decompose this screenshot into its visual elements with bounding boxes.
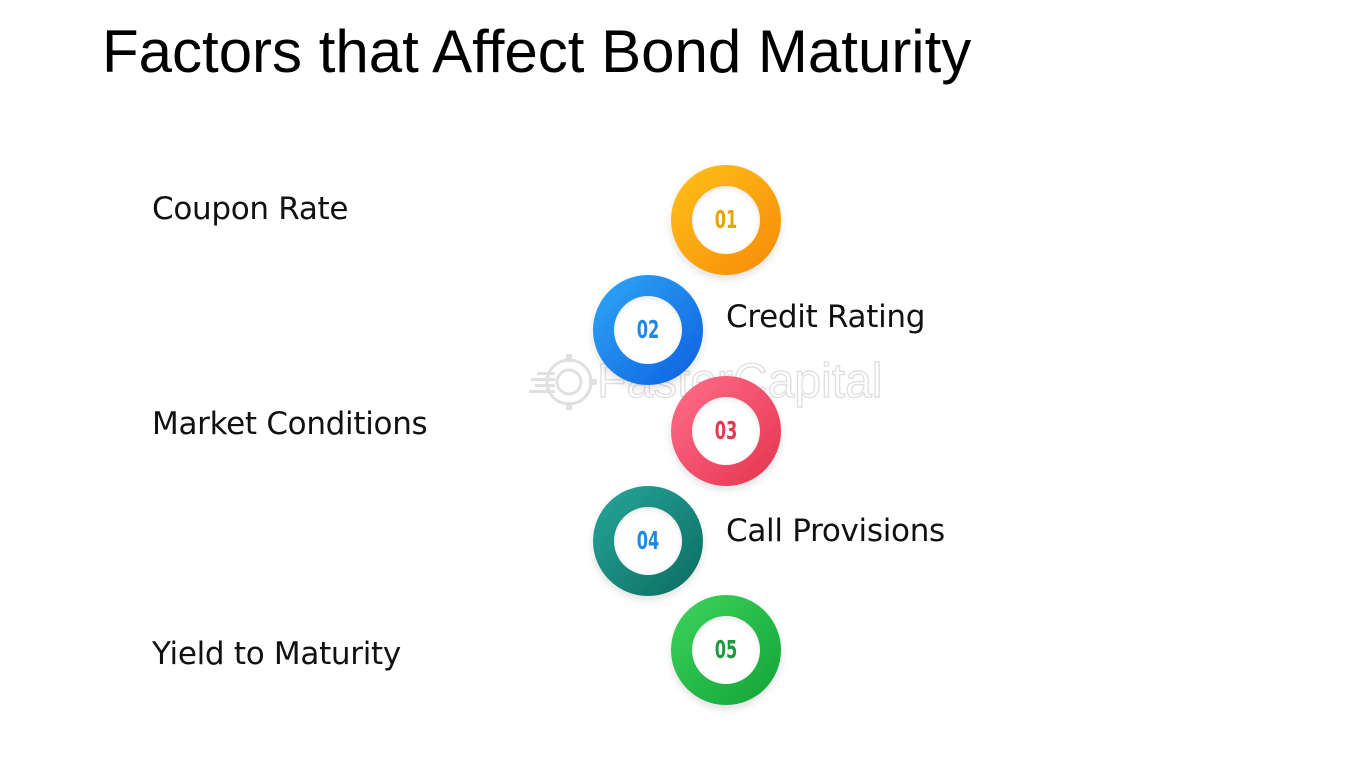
factor-label-market-conditions: Market Conditions (152, 406, 428, 442)
badge-center: 02 (614, 296, 682, 364)
factor-number: 05 (714, 635, 738, 664)
factor-badge-01: 01 (671, 165, 781, 275)
factor-number: 03 (714, 416, 738, 445)
page-title: Factors that Affect Bond Maturity (102, 18, 972, 85)
factor-badge-03: 03 (671, 376, 781, 486)
factor-number: 02 (636, 315, 660, 344)
factor-label-credit-rating: Credit Rating (726, 299, 926, 335)
factor-badge-04: 04 (593, 486, 703, 596)
badge-center: 03 (692, 397, 760, 465)
watermark-gear-icon (529, 354, 597, 410)
factor-badge-02: 02 (593, 275, 703, 385)
factor-number: 04 (636, 526, 660, 555)
factor-number: 01 (714, 205, 738, 234)
badge-center: 05 (692, 616, 760, 684)
factor-label-coupon-rate: Coupon Rate (152, 191, 349, 227)
factor-badge-05: 05 (671, 595, 781, 705)
badge-center: 01 (692, 186, 760, 254)
badge-center: 04 (614, 507, 682, 575)
factor-label-call-provisions: Call Provisions (726, 513, 945, 549)
factor-label-yield-to-maturity: Yield to Maturity (152, 636, 401, 672)
